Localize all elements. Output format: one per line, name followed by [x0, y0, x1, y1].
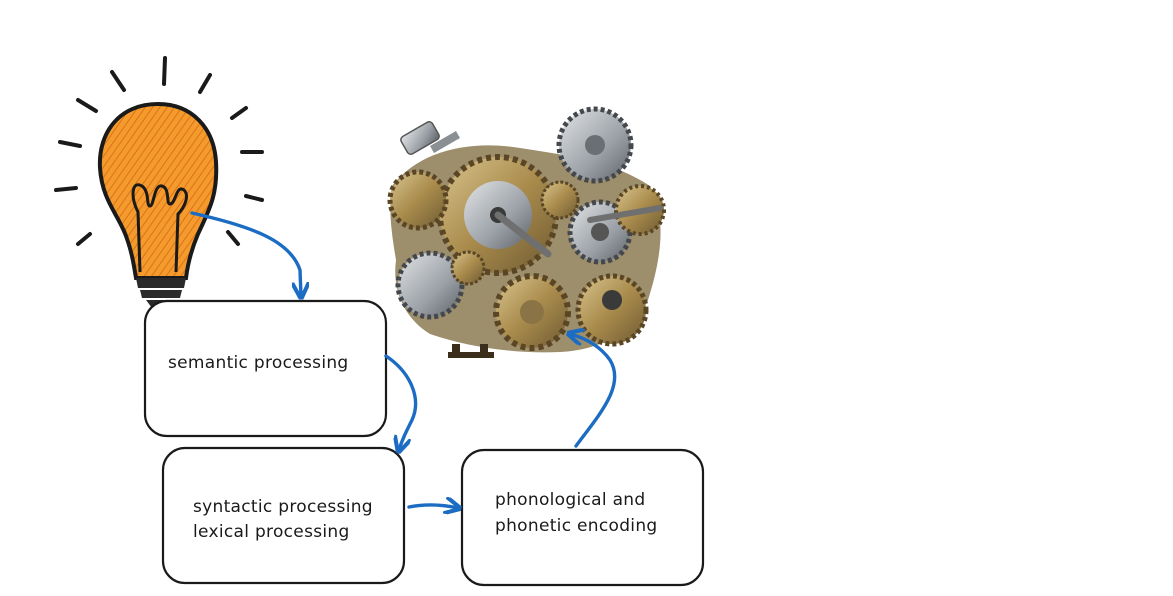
gears-icon: [387, 106, 666, 358]
syntactic-label-line1: syntactic processing: [193, 497, 373, 517]
edge-phonological-to-gears: [570, 334, 617, 448]
semantic-label: semantic processing: [168, 353, 349, 373]
semantic-box: [143, 299, 388, 438]
edges: [190, 211, 617, 508]
lightbulb-icon: [54, 56, 264, 308]
syntactic-label-line2: lexical processing: [193, 522, 350, 542]
node-semantic: semantic processing: [143, 299, 388, 438]
phonological-box: [460, 448, 705, 587]
node-syntactic: syntactic processing lexical processing: [161, 446, 406, 585]
phonological-label-line2: phonetic encoding: [495, 516, 658, 536]
edge-semantic-to-syntactic: [384, 354, 418, 450]
edge-bulb-to-semantic: [190, 211, 301, 296]
node-phonological: phonological and phonetic encoding: [460, 448, 705, 587]
syntactic-box: [161, 446, 406, 585]
edge-syntactic-to-phonological: [407, 505, 458, 508]
phonological-label-line1: phonological and: [495, 490, 645, 510]
